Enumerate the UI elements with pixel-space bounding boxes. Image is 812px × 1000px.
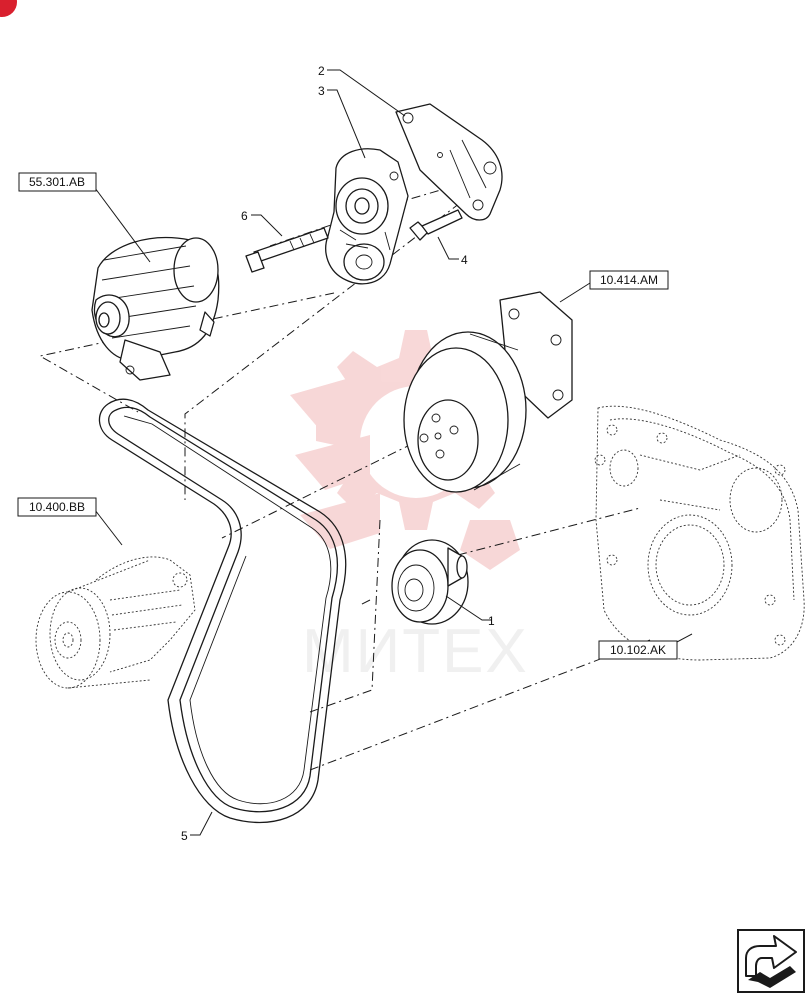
ref-10-414-am-label: 10.414.AM xyxy=(600,273,658,287)
tensioner-bracket xyxy=(395,103,503,221)
ref-10-400-bb-label: 10.400.BB xyxy=(29,500,85,514)
callout-1: 1 xyxy=(488,614,495,628)
callout-6: 6 xyxy=(241,209,248,223)
ref-10-400-bb[interactable]: 10.400.BB xyxy=(17,497,97,517)
next-page-arrow-icon[interactable] xyxy=(737,929,805,993)
ref-10-102-ak-label: 10.102.AK xyxy=(610,643,666,657)
water-pump xyxy=(35,556,196,689)
belt-tensioner xyxy=(325,148,409,285)
fan-pulley-assembly xyxy=(403,291,573,493)
idler-pulley xyxy=(391,539,469,625)
callout-3: 3 xyxy=(318,84,325,98)
page-badge-icon xyxy=(0,0,17,17)
callout-4: 4 xyxy=(461,253,468,267)
alternator xyxy=(91,237,220,381)
callout-2: 2 xyxy=(318,64,325,78)
callouts: 2 3 6 4 1 5 xyxy=(181,64,495,843)
watermark-text: МИТЕХ xyxy=(302,617,529,686)
bolt-6 xyxy=(245,227,329,273)
ref-55-301-ab[interactable]: 55.301.AB xyxy=(18,172,97,192)
ref-10-414-am[interactable]: 10.414.AM xyxy=(589,270,669,290)
ref-55-301-ab-label: 55.301.AB xyxy=(29,175,85,189)
drive-belt xyxy=(98,398,347,824)
engine-front-cover xyxy=(594,405,805,661)
ref-10-102-ak[interactable]: 10.102.AK xyxy=(598,640,678,660)
callout-5: 5 xyxy=(181,829,188,843)
bolt-4 xyxy=(409,209,463,241)
